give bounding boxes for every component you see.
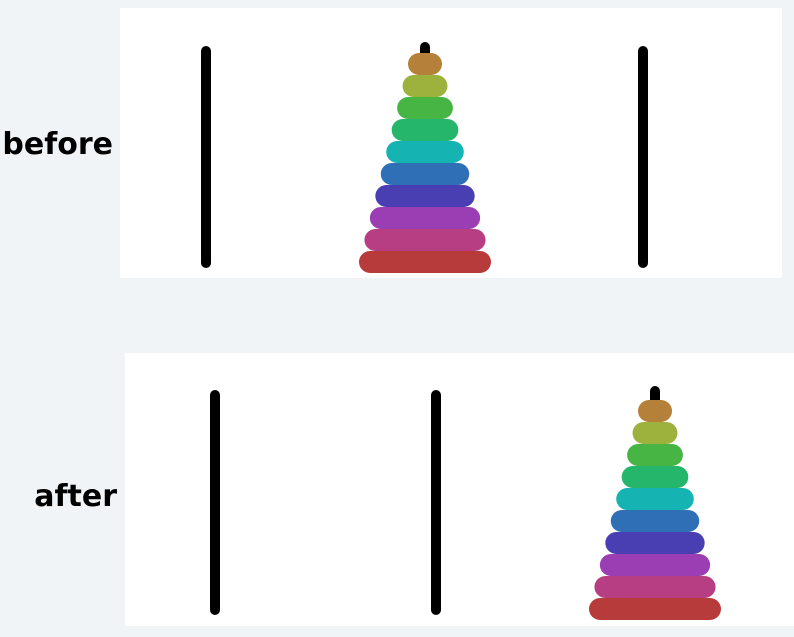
before-label: before [2, 127, 113, 162]
before-disk-4 [391, 119, 459, 141]
before-disk-3 [397, 97, 453, 119]
before-disk-10 [359, 251, 491, 273]
after-panel [125, 353, 794, 626]
before-disk-7 [375, 185, 475, 207]
after-disk-3 [627, 444, 683, 466]
before-disk-2 [402, 75, 448, 97]
after-disk-5 [616, 488, 694, 510]
before-panel [120, 8, 782, 278]
after-peg-middle [431, 390, 441, 615]
after-disk-4 [621, 466, 689, 488]
after-disk-8 [599, 554, 711, 576]
before-disk-6 [380, 163, 470, 185]
after-disk-7 [605, 532, 705, 554]
before-disk-1 [408, 53, 442, 75]
after-peg-left [210, 390, 220, 615]
after-disk-6 [610, 510, 700, 532]
after-label: after [34, 479, 117, 514]
after-disk-9 [594, 576, 716, 598]
after-disk-1 [638, 400, 672, 422]
before-disk-5 [386, 141, 464, 163]
after-disk-2 [632, 422, 678, 444]
before-disk-9 [364, 229, 486, 251]
before-disk-8 [369, 207, 481, 229]
after-disk-10 [589, 598, 721, 620]
before-towers [201, 42, 648, 273]
before-peg-left [201, 46, 211, 268]
before-peg-right [638, 46, 648, 268]
after-towers [210, 386, 721, 620]
